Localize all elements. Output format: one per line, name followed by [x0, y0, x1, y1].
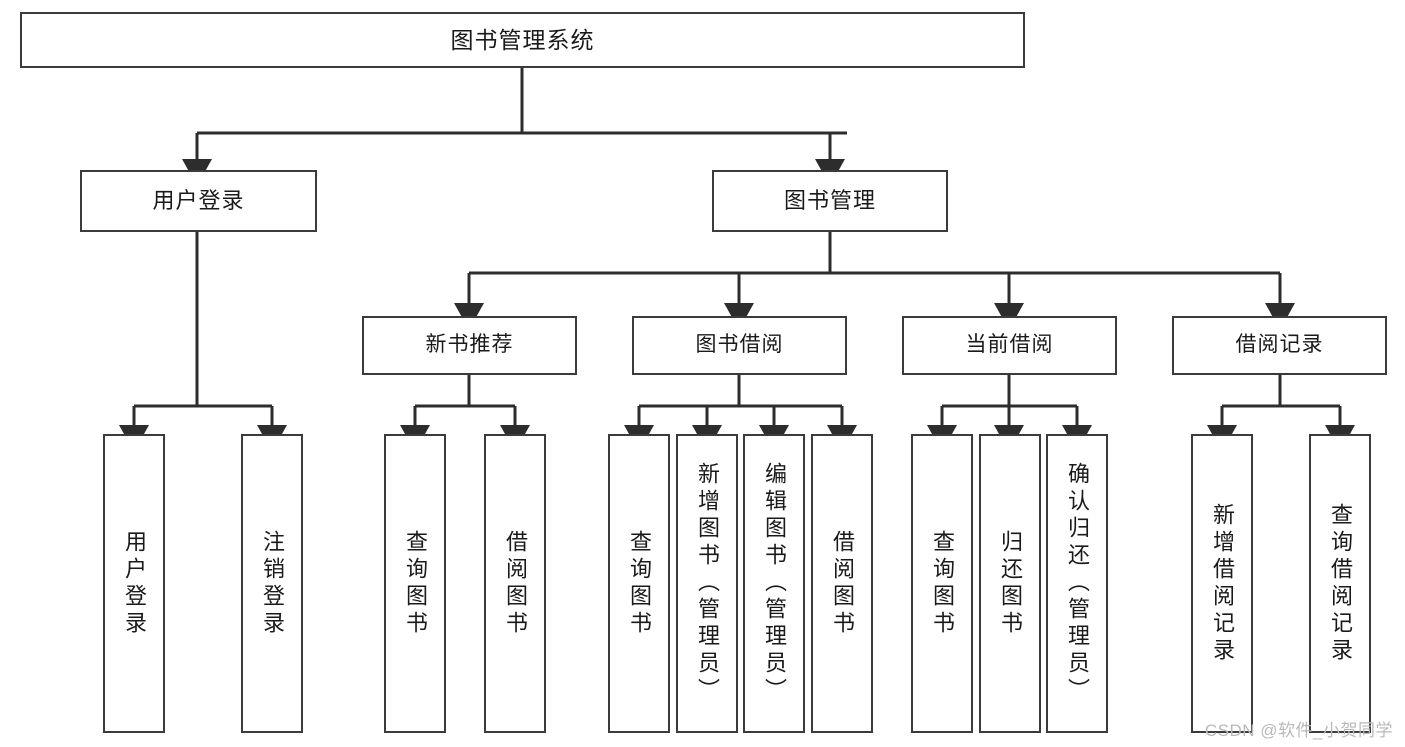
- node-label: 注销登录: [260, 529, 285, 638]
- node-label: 归还图书: [998, 529, 1023, 638]
- leaf-current-borrow-confirm-admin[interactable]: 确认归还（管理员）: [1046, 434, 1108, 733]
- node-label: 图书管理: [783, 188, 876, 214]
- leaf-new-book-query[interactable]: 查询图书: [384, 434, 446, 733]
- node-label: 用户登录: [152, 188, 245, 214]
- node-current-borrow[interactable]: 当前借阅: [902, 316, 1117, 375]
- leaf-borrow-record-add[interactable]: 新增借阅记录: [1191, 434, 1253, 733]
- node-new-book-recommend[interactable]: 新书推荐: [362, 316, 577, 375]
- leaf-borrow-record-query[interactable]: 查询借阅记录: [1309, 434, 1371, 733]
- leaf-current-borrow-return[interactable]: 归还图书: [979, 434, 1041, 733]
- node-label: 借阅图书: [830, 529, 855, 638]
- node-label: 查询图书: [930, 529, 955, 638]
- node-label: 新书推荐: [425, 333, 514, 357]
- node-root-system[interactable]: 图书管理系统: [20, 12, 1025, 68]
- csdn-watermark: CSDN @软件_小贺同学: [1204, 721, 1393, 740]
- node-label: 新增图书（管理员）: [695, 462, 720, 705]
- node-borrow-record[interactable]: 借阅记录: [1172, 316, 1387, 375]
- node-label: 确认归还（管理员）: [1065, 462, 1090, 705]
- node-label: 当前借阅: [965, 333, 1054, 357]
- node-user-login[interactable]: 用户登录: [80, 170, 317, 232]
- node-label: 借阅图书: [503, 529, 528, 638]
- leaf-book-borrow-edit-admin[interactable]: 编辑图书（管理员）: [743, 434, 805, 733]
- node-book-management[interactable]: 图书管理: [712, 170, 948, 232]
- node-label: 新增借阅记录: [1210, 502, 1235, 665]
- node-label: 查询图书: [627, 529, 652, 638]
- node-label: 借阅记录: [1235, 333, 1324, 357]
- node-label: 编辑图书（管理员）: [762, 462, 787, 705]
- leaf-new-book-borrow[interactable]: 借阅图书: [484, 434, 546, 733]
- leaf-book-borrow-add-admin[interactable]: 新增图书（管理员）: [676, 434, 738, 733]
- node-label: 图书管理系统: [450, 26, 595, 53]
- leaf-book-borrow-query[interactable]: 查询图书: [608, 434, 670, 733]
- node-label: 查询图书: [403, 529, 428, 638]
- leaf-book-borrow-borrow[interactable]: 借阅图书: [811, 434, 873, 733]
- node-label: 图书借阅: [695, 333, 784, 357]
- node-label: 用户登录: [122, 529, 147, 638]
- leaf-user-login-login[interactable]: 用户登录: [103, 434, 165, 733]
- leaf-user-login-logout[interactable]: 注销登录: [241, 434, 303, 733]
- node-book-borrow[interactable]: 图书借阅: [632, 316, 847, 375]
- leaf-current-borrow-query[interactable]: 查询图书: [911, 434, 973, 733]
- node-label: 查询借阅记录: [1328, 502, 1353, 665]
